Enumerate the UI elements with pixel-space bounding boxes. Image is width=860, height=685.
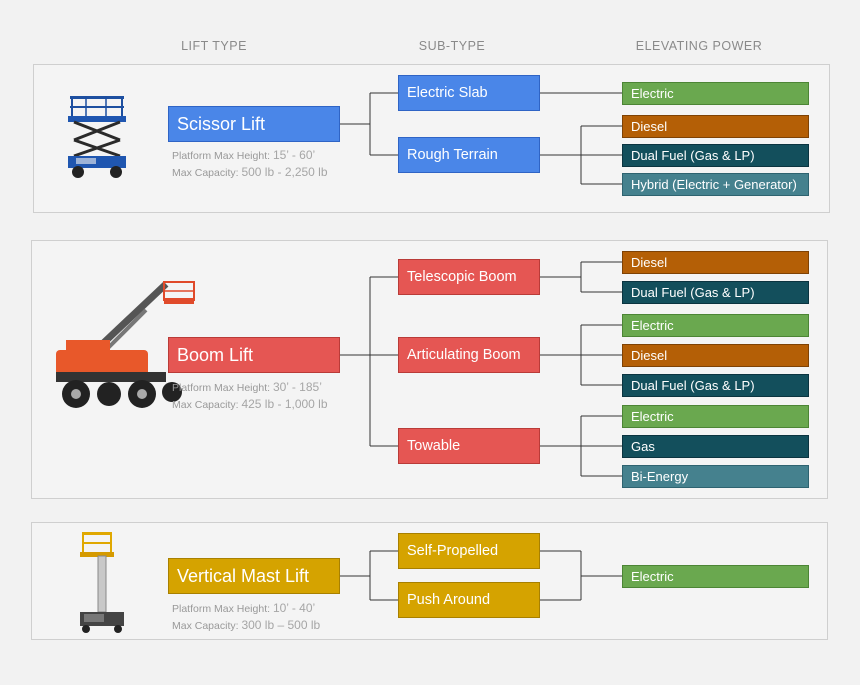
power-dual-fuel: Dual Fuel (Gas & LP) [622, 144, 809, 167]
power-dual-fuel: Dual Fuel (Gas & LP) [622, 281, 809, 304]
power-bi-energy: Bi-Energy [622, 465, 809, 488]
subtype-self-propelled: Self-Propelled [398, 533, 540, 569]
subtype-articulating-boom: Articulating Boom [398, 337, 540, 373]
boom-capacity-spec: Max Capacity: 425 lb - 1,000 lb [172, 397, 328, 411]
boom-lift-box: Boom Lift [168, 337, 340, 373]
boom-lift-specs: Platform Max Height: 30’ - 185’ Max Capa… [172, 379, 328, 413]
scissor-connectors [340, 92, 622, 185]
boom-lift-image [56, 281, 195, 408]
column-header-elevating-power: ELEVATING POWER [635, 39, 763, 53]
scissor-capacity-spec: Max Capacity: 500 lb - 2,250 lb [172, 165, 328, 179]
power-diesel: Diesel [622, 344, 809, 367]
power-electric: Electric [622, 405, 809, 428]
subtype-towable: Towable [398, 428, 540, 464]
subtype-rough-terrain: Rough Terrain [398, 137, 540, 173]
power-diesel: Diesel [622, 251, 809, 274]
subtype-electric-slab: Electric Slab [398, 75, 540, 111]
boom-connectors [340, 261, 622, 477]
vertical-height-spec: Platform Max Height: 10’ - 40’ [172, 601, 316, 615]
scissor-lift-specs: Platform Max Height: 15’ - 60’ Max Capac… [172, 147, 328, 181]
scissor-lift-box: Scissor Lift [168, 106, 340, 142]
scissor-lift-image [68, 96, 126, 178]
boom-height-spec: Platform Max Height: 30’ - 185’ [172, 380, 322, 394]
column-header-sub-type: SUB-TYPE [418, 39, 486, 53]
vertical-lift-specs: Platform Max Height: 10’ - 40’ Max Capac… [172, 600, 320, 634]
power-electric: Electric [622, 82, 809, 105]
power-electric: Electric [622, 314, 809, 337]
power-electric: Electric [622, 565, 809, 588]
column-header-lift-type: LIFT TYPE [181, 39, 247, 53]
power-dual-fuel: Dual Fuel (Gas & LP) [622, 374, 809, 397]
power-hybrid: Hybrid (Electric + Generator) [622, 173, 809, 196]
scissor-height-spec: Platform Max Height: 15’ - 60’ [172, 148, 316, 162]
vertical-mast-lift-image [80, 532, 124, 633]
vertical-connectors [340, 550, 622, 601]
subtype-telescopic-boom: Telescopic Boom [398, 259, 540, 295]
vertical-mast-lift-box: Vertical Mast Lift [168, 558, 340, 594]
vertical-capacity-spec: Max Capacity: 300 lb – 500 lb [172, 618, 321, 632]
power-diesel: Diesel [622, 115, 809, 138]
subtype-push-around: Push Around [398, 582, 540, 618]
power-gas: Gas [622, 435, 809, 458]
